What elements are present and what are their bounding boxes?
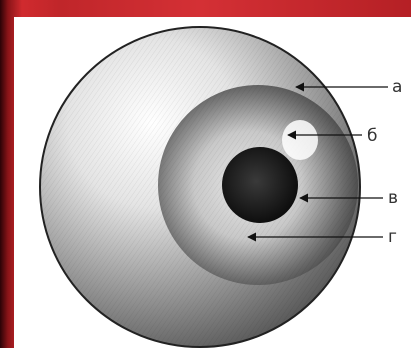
label-b: б xyxy=(367,126,377,146)
pupil xyxy=(222,147,298,223)
label-v: в xyxy=(388,188,398,208)
light-reflection xyxy=(282,120,318,160)
label-a: а xyxy=(392,77,402,97)
label-g: г xyxy=(388,227,397,247)
